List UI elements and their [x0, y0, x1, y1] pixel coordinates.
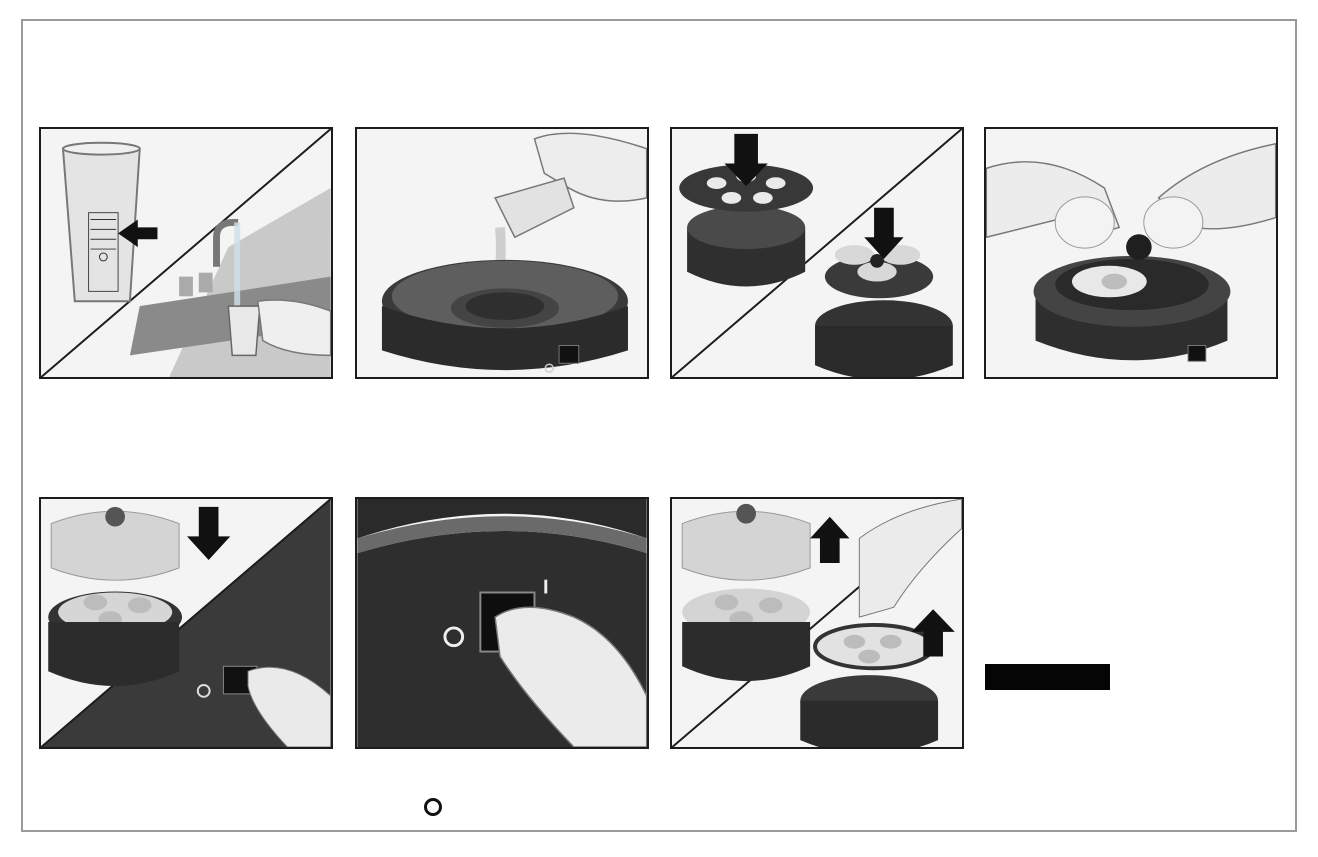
press-power-switch-icon	[357, 499, 647, 747]
step-panel-1	[39, 127, 333, 379]
remove-lid-and-tray-icon	[672, 499, 962, 747]
measuring-cup-and-faucet-icon	[41, 129, 331, 377]
step-panel-2	[355, 127, 649, 379]
step-panel-6	[355, 497, 649, 749]
power-off-ring-icon	[424, 798, 442, 816]
redaction-bar	[985, 664, 1110, 690]
crack-eggs-into-tray-icon	[986, 129, 1276, 377]
step-panel-5	[39, 497, 333, 749]
step-panel-7	[670, 497, 964, 749]
cover-lid-and-press-switch-icon	[41, 499, 331, 747]
step-panel-3	[670, 127, 964, 379]
pour-water-into-base-icon	[357, 129, 647, 377]
place-trays-on-base-icon	[672, 129, 962, 377]
step-panel-4	[984, 127, 1278, 379]
